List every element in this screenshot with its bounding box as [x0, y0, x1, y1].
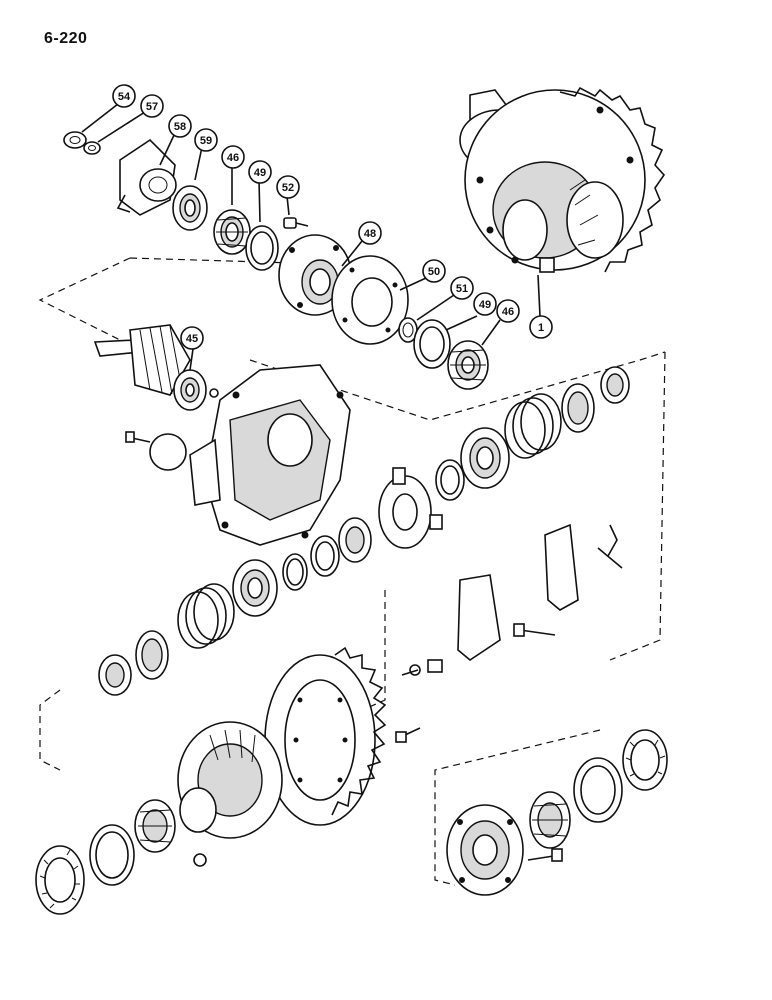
callout-52-label: 52 [282, 182, 294, 194]
callout-45-label: 45 [186, 333, 198, 345]
callout-51-label: 51 [456, 283, 468, 295]
adjuster-nut-right [622, 729, 668, 791]
shift-fork-bracket [401, 523, 623, 676]
callout-49-lower: 49 [473, 292, 497, 316]
callout-1-label: 1 [538, 322, 544, 334]
bearing-right [529, 791, 571, 849]
side-gear-small [338, 517, 372, 563]
callout-48-label: 48 [364, 228, 376, 240]
ring-pair-1 [435, 459, 465, 501]
washer-57 [83, 141, 101, 155]
group-outline-pinion [38, 257, 666, 421]
group-outline-right [609, 351, 666, 661]
bearing-45 [173, 369, 219, 411]
splined-collar-upper [600, 366, 630, 404]
callout-1: 1 [529, 315, 553, 339]
differential-carrier-housing [189, 364, 351, 546]
group-outline-bottom-right [434, 729, 601, 886]
callout-49-upper-label: 49 [254, 167, 266, 179]
spider-cross [378, 467, 443, 549]
page-number: 6-220 [44, 30, 88, 47]
callout-58: 58 [168, 114, 192, 138]
callout-54: 54 [112, 84, 136, 108]
callout-leaders [81, 103, 541, 371]
bearing-46-upper [213, 209, 251, 255]
callout-46-upper-label: 46 [227, 152, 239, 164]
cup-case-left [89, 824, 135, 886]
friction-disc-upper [561, 383, 595, 433]
adjuster-nut-left [35, 845, 85, 915]
splined-collar-lower [98, 654, 132, 696]
bolt-52 [283, 217, 309, 229]
snap-ring [282, 553, 308, 591]
clutch-hub [460, 427, 510, 489]
axle-assembly-1 [459, 86, 666, 273]
callout-59-label: 59 [200, 135, 212, 147]
callout-49-upper: 49 [248, 160, 272, 184]
bearing-case-left [134, 799, 176, 853]
callout-46-upper: 46 [221, 145, 245, 169]
callout-46-lower: 46 [496, 299, 520, 323]
callout-48: 48 [358, 221, 382, 245]
callout-45: 45 [180, 326, 204, 350]
callout-57-label: 57 [146, 101, 158, 113]
differential-case [177, 721, 421, 867]
cup-right [573, 757, 623, 823]
diff-lock-carrier [446, 804, 563, 896]
seal-59 [172, 185, 208, 231]
callout-58-label: 58 [174, 121, 186, 133]
nut-54 [63, 131, 87, 149]
spring-lower [177, 583, 235, 649]
clutch-hub-lower [232, 559, 278, 617]
callout-50: 50 [422, 259, 446, 283]
friction-disc-lower [135, 630, 169, 680]
callout-51: 51 [450, 276, 474, 300]
cup-49-lower [413, 319, 451, 369]
ring-gear [264, 646, 387, 826]
callout-52: 52 [276, 175, 300, 199]
cover-plate-small [125, 431, 187, 471]
callout-54-label: 54 [118, 91, 131, 103]
bearing-46-lower [447, 340, 489, 390]
callout-50-label: 50 [428, 266, 440, 278]
ring-pair-2 [310, 535, 340, 577]
spring-upper [504, 393, 562, 459]
shim-50 [331, 255, 409, 345]
pinion-gear [93, 324, 191, 396]
callout-46-lower-label: 46 [502, 306, 514, 318]
callout-49-lower-label: 49 [479, 299, 491, 311]
cup-49-upper [245, 225, 279, 271]
yoke-58 [116, 138, 177, 216]
callout-59: 59 [194, 128, 218, 152]
callout-57: 57 [140, 94, 164, 118]
